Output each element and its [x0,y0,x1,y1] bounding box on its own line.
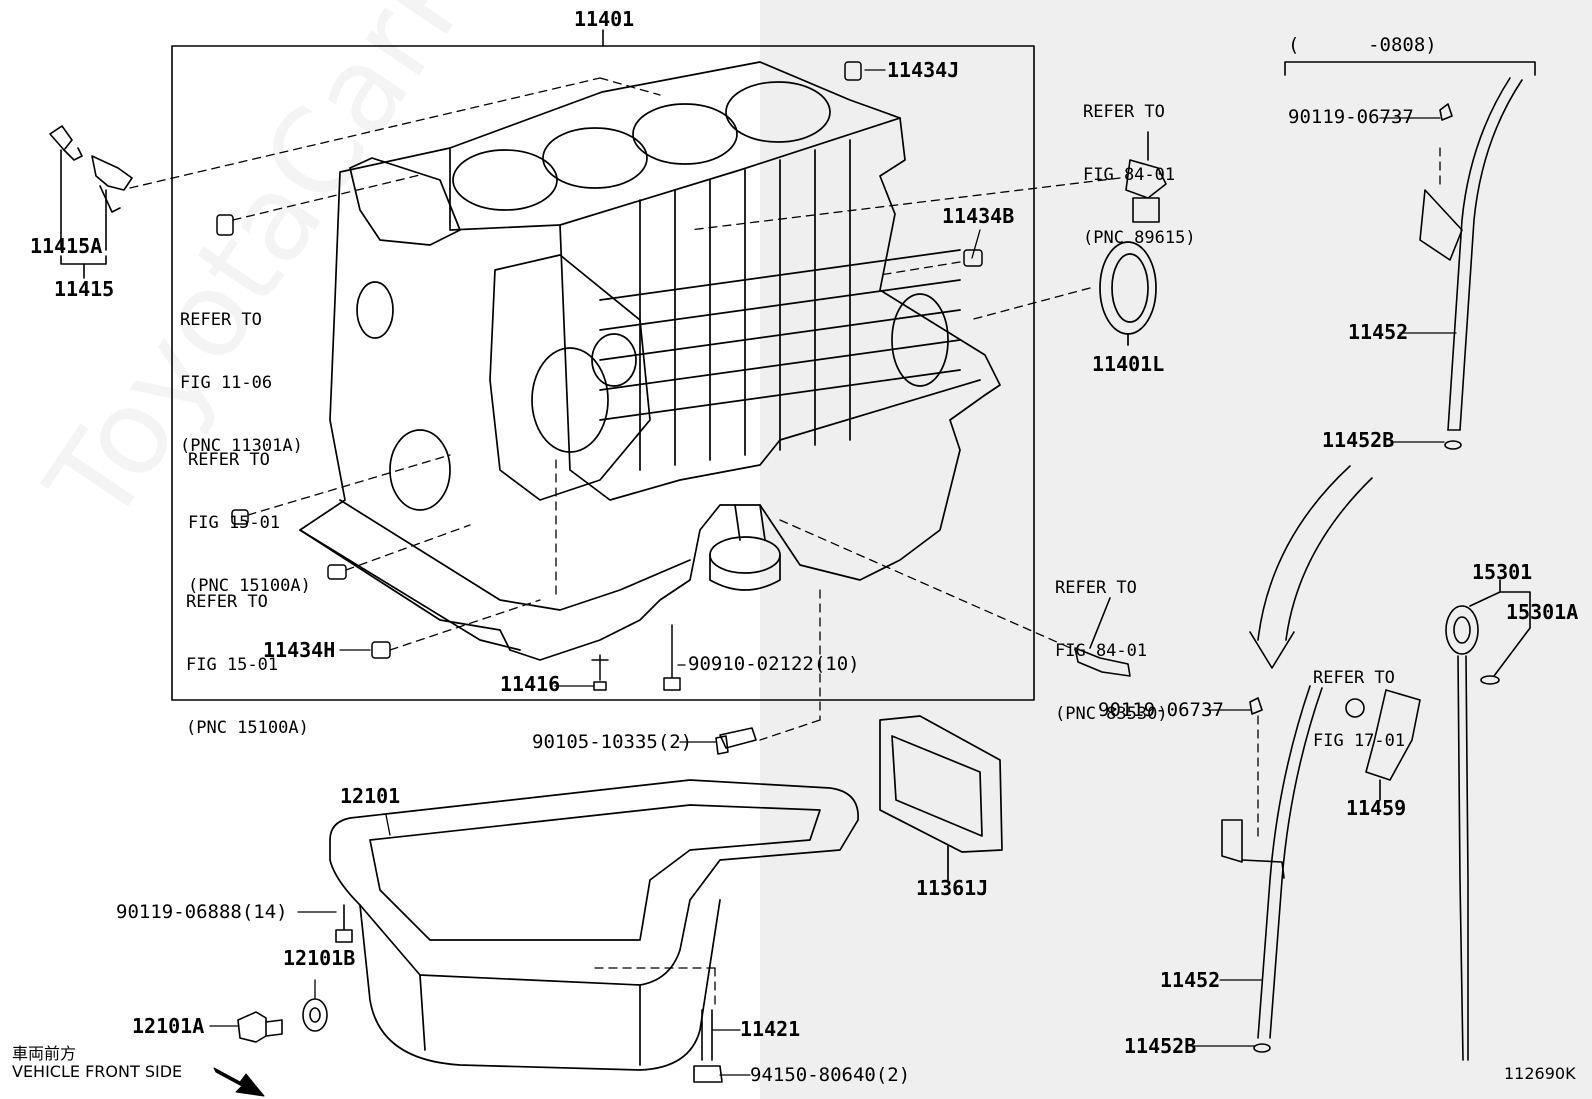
refer-line-2: FIG 15-01 [188,513,281,533]
refer-line-1: REFER TO [188,450,270,470]
dashed-leaders [129,77,1441,1011]
part-label-15301: 15301 [1472,560,1533,584]
part-label-90119-06888: 90119-06888(14) [116,901,288,923]
refer-line-3: (PNC 15100A) [188,576,311,596]
refer-line-2: FIG 15-01 [186,655,279,675]
refer-line-3: (PNC 15100A) [186,718,309,738]
part-label-11452B-bottom: 11452B [1124,1034,1197,1058]
refer-line-1: REFER TO [186,592,268,612]
refer-line-2: FIG 17-01 [1313,731,1406,751]
part-label-11434H: 11434H [263,638,336,662]
refer-note-83530: REFER TO FIG 84-01 (PNC 83530) [1055,536,1168,746]
refer-line-3: (PNC 89615) [1083,228,1196,248]
cylinder-block-drawing [299,61,1001,661]
figure-code: 112690K [1504,1064,1576,1083]
oil-pressure-sensor [49,125,133,279]
part-label-90119-06737-top: 90119-06737 [1288,106,1414,128]
drain-bolt [715,727,757,755]
part-label-12101B: 12101B [283,946,356,970]
refer-note-11301A: REFER TO FIG 11-06 (PNC 11301A) [180,268,303,478]
refer-line-2: FIG 84-01 [1083,165,1176,185]
date-range-label: ( -0808) [1288,34,1437,56]
pan-fasteners [237,904,723,1083]
small-parts [216,61,983,691]
knock-sensor [1125,131,1167,223]
part-label-11452-bottom: 11452 [1160,968,1221,992]
front-side-label-en: VEHICLE FRONT SIDE [12,1062,183,1081]
part-label-12101A: 12101A [132,1014,205,1038]
part-label-94150-80640: 94150-80640(2) [750,1064,911,1086]
front-side-arrow [213,1067,265,1097]
part-label-12101: 12101 [340,784,401,808]
part-label-11415A: 11415A [30,234,103,258]
refer-line-1: REFER TO [1055,578,1137,598]
refer-line-2: FIG 84-01 [1055,641,1148,661]
refer-note-17-01: REFER TO FIG 17-01 [1313,626,1405,773]
direction-arrow [1249,465,1373,669]
dipstick-guide-bottom [1221,685,1323,1053]
part-label-11415: 11415 [54,277,115,301]
part-label-11361J: 11361J [916,876,989,900]
part-label-11401L: 11401L [1092,352,1165,376]
part-label-11401: 11401 [574,7,635,31]
shaded-background [760,0,1592,1099]
part-label-11421: 11421 [740,1017,801,1041]
part-label-15301A: 15301A [1506,600,1579,624]
refer-note-15100A-upper: REFER TO FIG 15-01 (PNC 15100A) [188,408,311,618]
oil-pressure-switch [1074,597,1131,677]
refer-note-89615: REFER TO FIG 84-01 (PNC 89615) [1083,60,1196,270]
part-label-11452B-top: 11452B [1322,428,1395,452]
refer-line-2: FIG 11-06 [180,373,273,393]
refer-line-1: REFER TO [180,310,262,330]
part-label-90105-10335: 90105-10335(2) [532,731,693,753]
baffle-plate-drawing [879,715,1003,881]
refer-line-3: (PNC 83530) [1055,704,1168,724]
part-label-11434J: 11434J [887,58,960,82]
refer-line-1: REFER TO [1083,102,1165,122]
oil-pan-drawing [329,779,859,1071]
part-label-11452-top: 11452 [1348,320,1409,344]
part-label-90910-02122: 90910-02122(10) [688,653,860,675]
dipstick-drawing [1445,579,1531,1061]
oil-seal-drawing [1099,241,1157,346]
part-label-11416: 11416 [500,672,561,696]
bracket-drawing [1345,689,1421,801]
refer-note-15100A-lower: REFER TO FIG 15-01 (PNC 15100A) [186,550,309,760]
part-label-11434B: 11434B [942,204,1015,228]
leader-lines [209,69,1457,1076]
part-label-11459: 11459 [1346,796,1407,820]
front-side-label-jp: 車両前方 [12,1044,77,1063]
dipstick-guide-top [1284,61,1536,450]
part-label-90119-06737-bottom: 90119-06737 [1098,699,1224,721]
refer-line-1: REFER TO [1313,668,1395,688]
refer-line-3: (PNC 11301A) [180,436,303,456]
